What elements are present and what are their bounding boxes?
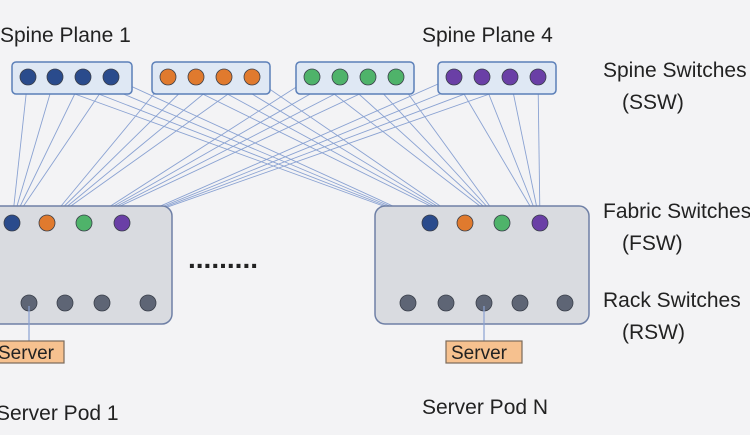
spine-fabric-link [223, 76, 466, 224]
pods-ellipsis: ......... [188, 243, 258, 274]
rack-switch-pod-n-4 [511, 294, 529, 312]
ssw-abbrev-label: (SSW) [622, 91, 684, 114]
server-pod-n-box [374, 205, 590, 325]
spine-fabric-link [110, 76, 431, 224]
spine-planes [11, 61, 557, 95]
spine-fabric-link [339, 76, 503, 224]
fabric-switch-pod-1-3 [75, 214, 93, 232]
spine-fabric-link [83, 76, 397, 224]
spine-fabric-link [46, 76, 197, 224]
spine-switch-p3-1 [303, 68, 321, 86]
spine-fabric-link [46, 76, 225, 224]
spine-fabric-link [395, 76, 503, 224]
spine-switch-p4-4 [529, 68, 547, 86]
spine-fabric-link [83, 76, 369, 224]
spine-fabric-link [11, 76, 84, 224]
spine-fabric-link [11, 76, 29, 224]
spine-fabric-link [311, 76, 503, 224]
spine-fabric-link [11, 76, 56, 224]
spine-fabric-link [537, 76, 541, 224]
server-pod-1-box [0, 205, 173, 325]
fabric-switch-pod-n-1 [421, 214, 439, 232]
spine-fabric-link [82, 76, 431, 224]
fabric-switch-pod-1-2 [38, 214, 56, 232]
spine-switch-p1-2 [46, 68, 64, 86]
spine-switch-p3-3 [359, 68, 377, 86]
ssw-label: Spine Switches [603, 59, 747, 82]
spine-fabric-link [83, 76, 313, 224]
spine-fabric-link [11, 76, 112, 224]
rack-switch-pod-1-3 [93, 294, 111, 312]
server-left-box [0, 340, 65, 364]
fsw-label: Fabric Switches [603, 200, 750, 223]
spine-fabric-link [54, 76, 431, 224]
spine-switch-p1-4 [102, 68, 120, 86]
spine-fabric-link [195, 76, 466, 224]
spine-switch-p4-3 [501, 68, 519, 86]
fabric-switch-pod-1-4 [113, 214, 131, 232]
spine-switch-p4-2 [473, 68, 491, 86]
fabric-switch-pod-n-4 [531, 214, 549, 232]
server-right-label: Server [451, 343, 508, 364]
spine-switch-p2-1 [159, 68, 177, 86]
spine-switch-p4-1 [445, 68, 463, 86]
spine-fabric-link [27, 76, 431, 224]
spine-fabric-link [121, 76, 483, 224]
server-pods [0, 205, 590, 325]
server-right-box [445, 340, 523, 364]
spine-switch-p2-2 [187, 68, 205, 86]
fabric-switch-pod-1-1 [3, 214, 21, 232]
spine-plane-1-label: Spine Plane 1 [0, 24, 131, 47]
spine-switch-p3-2 [331, 68, 349, 86]
fabric-switch-pod-n-2 [456, 214, 474, 232]
spine-plane-4-box [437, 61, 557, 95]
spine-switch-p3-4 [387, 68, 405, 86]
spine-fabric-link [367, 76, 503, 224]
spine-switch-p1-3 [74, 68, 92, 86]
spine-plane-4-label: Spine Plane 4 [422, 24, 553, 47]
spine-fabric-link [481, 76, 541, 224]
spine-fabric-link [121, 76, 455, 224]
rsw-abbrev-label: (RSW) [622, 321, 685, 344]
fabric-switch-pod-n-3 [493, 214, 511, 232]
spine-fabric-link [251, 76, 466, 224]
spine-fabric-link [453, 76, 541, 224]
rack-switch-pod-n-5 [556, 294, 574, 312]
spine-plane-3-box [295, 61, 415, 95]
rack-switch-pod-1-4 [139, 294, 157, 312]
switch-nodes [3, 68, 574, 312]
spine-fabric-link [167, 76, 466, 224]
server-pod-n-label: Server Pod N [422, 396, 548, 419]
rsw-label: Rack Switches [603, 289, 741, 312]
rack-switch-pod-1-2 [56, 294, 74, 312]
spine-plane-1-box [11, 61, 133, 95]
spine-fabric-link [83, 76, 341, 224]
rack-switch-pod-n-1 [399, 294, 417, 312]
rack-switch-pod-n-2 [437, 294, 455, 312]
fsw-abbrev-label: (FSW) [622, 232, 683, 255]
spine-switch-p2-3 [215, 68, 233, 86]
spine-switch-p1-1 [19, 68, 37, 86]
spine-plane-2-box [151, 61, 271, 95]
spine-fabric-link [46, 76, 169, 224]
server-pod-1-label: Server Pod 1 [0, 402, 119, 425]
server-left-label: Server [0, 343, 55, 364]
spine-switch-p2-4 [243, 68, 261, 86]
spine-fabric-link [509, 76, 541, 224]
